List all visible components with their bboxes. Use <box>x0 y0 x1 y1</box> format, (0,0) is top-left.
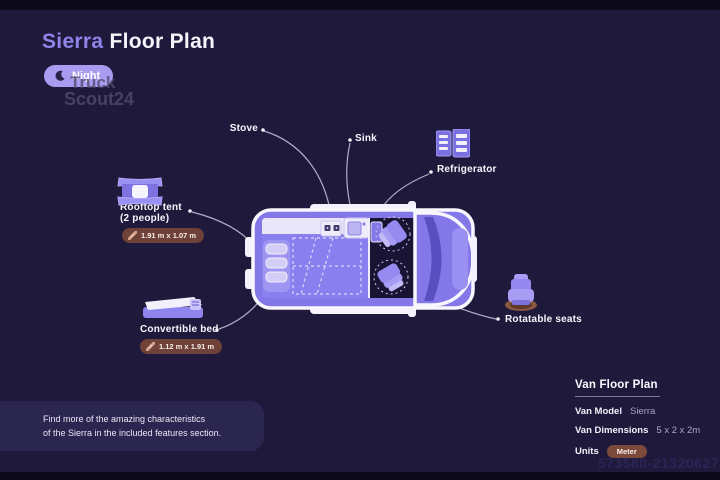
moon-icon <box>55 70 65 81</box>
convertible-bed-dimensions-badge: 1.12 m x 1.91 m <box>140 339 223 354</box>
detail-row-van-dimensions: Van Dimensions 5 x 2 x 2m <box>575 425 701 436</box>
van-seat-rear <box>377 263 404 292</box>
feature-label-convertible-bed: Convertible bed <box>140 324 219 335</box>
info-note-line2: of the Sierra in the included features s… <box>43 428 222 438</box>
night-mode-toggle[interactable]: Night <box>44 65 114 87</box>
letterbox-bar-top <box>0 0 720 10</box>
units-badge: Meter <box>606 444 647 458</box>
feature-label-refrigerator: Refrigerator <box>437 164 497 175</box>
van-seat-front <box>378 220 407 248</box>
feature-label-rooftop-tent: Rooftop tent (2 people) <box>120 202 182 224</box>
refrigerator-icon <box>436 129 470 158</box>
watermark-truck: Truck <box>70 73 116 92</box>
van-stove <box>320 220 342 237</box>
listing-id-watermark: 573580-21320627 <box>597 455 719 471</box>
feature-label-stove: Stove <box>229 123 258 134</box>
van-hood <box>413 211 477 307</box>
night-mode-label: Night <box>72 70 101 82</box>
ruler-icon <box>146 342 155 351</box>
details-panel: Van Floor Plan Van Model Sierra Van Dime… <box>575 379 700 458</box>
feature-label-rotatable-seats: Rotatable seats <box>505 314 582 325</box>
feature-label-sink: Sink <box>355 133 377 144</box>
ruler-icon <box>128 231 137 240</box>
leader-dots <box>188 128 500 332</box>
rooftop-tent-icon <box>117 177 163 206</box>
van-cab <box>368 216 415 298</box>
rotatable-seat-icon <box>505 274 537 311</box>
convertible-bed-icon <box>143 297 203 318</box>
watermark-scout24: Scout24 <box>64 89 135 109</box>
van-sink <box>343 217 370 239</box>
letterbox-bar-bottom <box>0 472 720 480</box>
page-title-rest: Floor Plan <box>109 30 216 53</box>
info-note: Find more of the amazing characteristics… <box>0 401 264 451</box>
page-title-model: Sierra <box>42 30 104 53</box>
detail-row-units: Units Meter <box>575 444 700 458</box>
van-interior <box>262 218 368 298</box>
rooftop-tent-dimensions-badge: 1.91 m x 1.07 m <box>122 228 205 243</box>
page-title: Sierra Floor Plan <box>42 30 215 54</box>
detail-row-van-model: Van Model Sierra <box>575 405 656 417</box>
details-heading: Van Floor Plan <box>575 379 660 397</box>
info-note-line1: Find more of the amazing characteristics <box>43 414 206 424</box>
